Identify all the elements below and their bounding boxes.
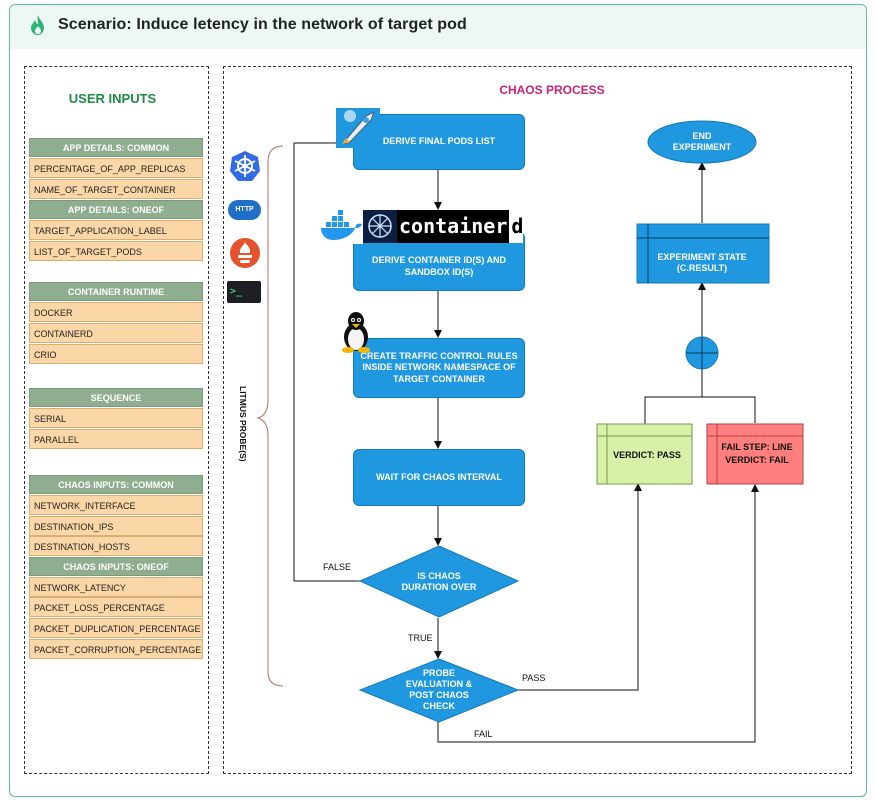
containerd-wordmark-text: container xyxy=(399,214,508,238)
input-item: PERCENTAGE_OF_APP_REPLICAS xyxy=(29,158,203,178)
terminal-icon: >_ xyxy=(227,281,261,303)
section-heading: APP DETAILS: ONEOF xyxy=(29,200,203,219)
user-inputs-title: USER INPUTS xyxy=(68,91,157,106)
input-item: TARGET_APPLICATION_LABEL xyxy=(29,220,203,240)
rocket-icon xyxy=(336,108,380,148)
input-item: PARALLEL xyxy=(29,429,203,449)
input-item: DESTINATION_IPS xyxy=(29,516,203,536)
section-heading: CHAOS INPUTS: ONEOF xyxy=(29,557,203,576)
verdict-pass-box: VERDICT: PASS xyxy=(613,450,681,461)
probe-evaluation-decision: PROBE EVALUATION & POST CHAOS CHECK xyxy=(405,667,473,712)
http-icon: HTTP xyxy=(228,200,261,220)
input-item: DESTINATION_HOSTS xyxy=(29,536,203,556)
input-item: PACKET_CORRUPTION_PERCENTAGE xyxy=(29,639,203,659)
chaos-process-panel xyxy=(223,66,852,774)
input-item: NETWORK_LATENCY xyxy=(29,577,203,597)
section-heading: APP DETAILS: COMMON xyxy=(29,138,203,157)
kubernetes-icon xyxy=(230,151,260,181)
input-item: DOCKER xyxy=(29,302,203,322)
containerd-wordmark-d: d xyxy=(509,210,523,243)
input-item: LIST_OF_TARGET_PODS xyxy=(29,241,203,261)
edge-label-false: FALSE xyxy=(323,562,352,572)
section-heading: CONTAINER RUNTIME xyxy=(29,282,203,301)
input-item: CONTAINERD xyxy=(29,323,203,343)
wait-chaos-box: WAIT FOR CHAOS INTERVAL xyxy=(353,449,525,506)
verdict-fail-label: VERDICT: FAIL xyxy=(725,455,789,466)
section-heading: SEQUENCE xyxy=(29,388,203,407)
linux-penguin-icon xyxy=(342,312,370,353)
end-experiment-node: END EXPERIMENT xyxy=(672,130,732,152)
chaos-process-title: CHAOS PROCESS xyxy=(499,83,605,97)
containerd-icon xyxy=(363,210,397,243)
prometheus-icon xyxy=(230,238,260,268)
edge-label-fail: FAIL xyxy=(474,729,493,739)
input-item: PACKET_LOSS_PERCENTAGE xyxy=(29,597,203,617)
input-item: PACKET_DUPLICATION_PERCENTAGE xyxy=(29,618,203,638)
derive-pods-box: DERIVE FINAL PODS LIST xyxy=(353,114,525,170)
edge-label-pass: PASS xyxy=(522,673,546,683)
page-title: Scenario: Induce letency in the network … xyxy=(58,16,467,33)
user-inputs-panel xyxy=(24,66,209,774)
docker-icon xyxy=(319,210,363,244)
input-item: SERIAL xyxy=(29,408,203,428)
edge-label-true: TRUE xyxy=(408,633,433,643)
is-duration-over-decision: IS CHAOS DURATION OVER xyxy=(401,570,477,592)
input-item: NAME_OF_TARGET_CONTAINER xyxy=(29,179,203,199)
section-heading: CHAOS INPUTS: COMMON xyxy=(29,475,203,494)
input-item: CRIO xyxy=(29,344,203,364)
traffic-rules-box: CREATE TRAFFIC CONTROL RULES INSIDE NETW… xyxy=(353,338,525,398)
fail-step-label: FAIL STEP: LINE xyxy=(721,442,793,453)
input-item: NETWORK_INTERFACE xyxy=(29,495,203,515)
card-header xyxy=(10,5,866,49)
flame-icon xyxy=(31,15,44,35)
litmus-probes-label: LITMUS PROBE(S) xyxy=(238,386,248,462)
containerd-wheel-icon xyxy=(368,214,392,238)
experiment-state-box: EXPERIMENT STATE (C.RESULT) xyxy=(657,251,747,273)
